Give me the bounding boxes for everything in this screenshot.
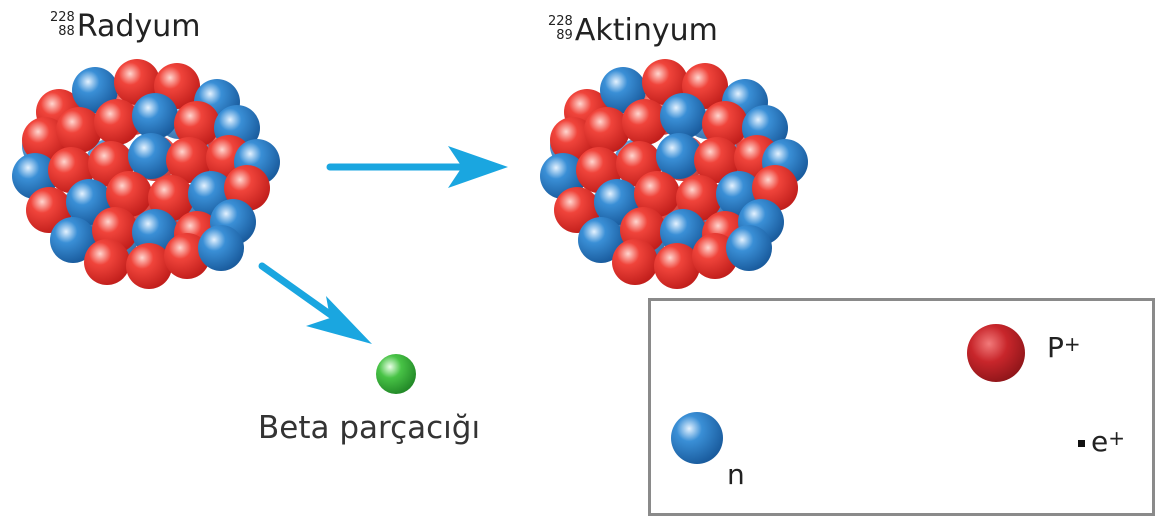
actinium-name: Aktinyum bbox=[574, 13, 718, 48]
proton-sphere bbox=[94, 99, 140, 145]
proton-sphere bbox=[126, 243, 172, 289]
proton-sphere bbox=[622, 99, 668, 145]
proton-sphere bbox=[642, 59, 688, 105]
proton-sphere bbox=[114, 59, 160, 105]
actinium-nucleus bbox=[540, 59, 808, 289]
neutron-particle bbox=[671, 412, 723, 464]
beta-particle bbox=[376, 354, 416, 394]
positron-label: e+ bbox=[1091, 425, 1125, 458]
neutron-label: n bbox=[727, 458, 745, 491]
positron-charge: + bbox=[1108, 426, 1125, 450]
neutron-sphere bbox=[72, 67, 118, 113]
positron-dot bbox=[1078, 440, 1085, 447]
neutron-sphere bbox=[656, 133, 702, 179]
radium-name: Radyum bbox=[76, 9, 201, 44]
positron-symbol: e bbox=[1091, 425, 1109, 458]
proton-label: P+ bbox=[1047, 331, 1081, 364]
neutron-sphere bbox=[726, 225, 772, 271]
proton-sphere bbox=[106, 171, 152, 217]
neutron-sphere bbox=[128, 133, 174, 179]
neutron-sphere bbox=[660, 93, 706, 139]
radium-nucleus bbox=[12, 59, 280, 289]
proton-sphere bbox=[612, 239, 658, 285]
proton-sphere bbox=[166, 137, 212, 183]
actinium-mass-number: 228 bbox=[548, 14, 573, 29]
decay-arrow bbox=[326, 146, 508, 188]
proton-particle bbox=[967, 324, 1025, 382]
proton-sphere bbox=[174, 101, 220, 147]
neutron-sphere bbox=[198, 225, 244, 271]
proton-sphere bbox=[584, 107, 630, 153]
proton-sphere bbox=[694, 137, 740, 183]
neutron-sphere bbox=[132, 209, 178, 255]
proton-sphere bbox=[702, 101, 748, 147]
neutron-sphere bbox=[660, 209, 706, 255]
beta-particle-label: Beta parçacığı bbox=[258, 410, 481, 446]
radium-mass-number: 228 bbox=[50, 10, 75, 25]
neutron-sphere bbox=[132, 93, 178, 139]
proton-symbol: P bbox=[1047, 331, 1064, 364]
beta-decay-inset: n P+ e+ bbox=[648, 298, 1155, 516]
proton-sphere bbox=[56, 107, 102, 153]
proton-sphere bbox=[654, 243, 700, 289]
actinium-atomic-number: 89 bbox=[556, 28, 573, 43]
radium-atomic-number: 88 bbox=[58, 24, 75, 39]
proton-sphere bbox=[634, 171, 680, 217]
beta-emission-arrow bbox=[258, 262, 372, 344]
inset-particles bbox=[671, 324, 1085, 464]
neutron-sphere bbox=[600, 67, 646, 113]
proton-charge: + bbox=[1063, 332, 1081, 356]
neutron-sphere bbox=[50, 217, 96, 263]
proton-sphere bbox=[84, 239, 130, 285]
neutron-sphere bbox=[578, 217, 624, 263]
